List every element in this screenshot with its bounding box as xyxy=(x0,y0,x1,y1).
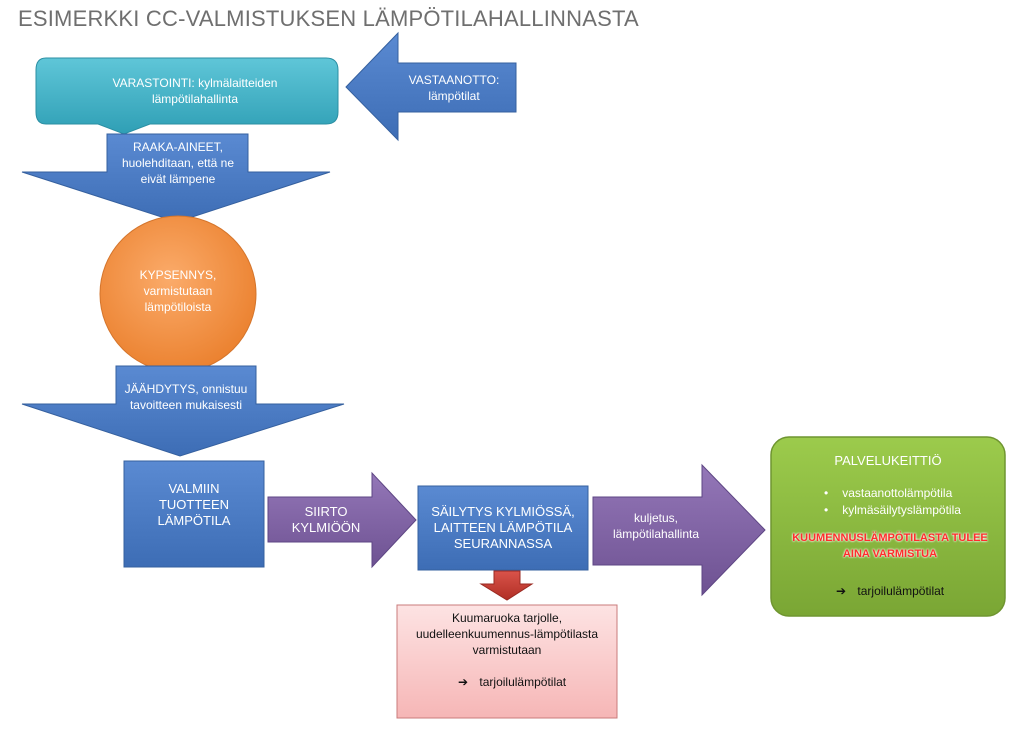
sailytys-box xyxy=(417,485,589,571)
kuumaruoka-label: Kuumaruoka tarjolle, uudelleenkuumennus-… xyxy=(410,608,604,660)
siirto-text: SIIRTO KYLMIÖÖN xyxy=(291,503,361,535)
kypsennys-text: KYPSENNYS, varmistutaan lämpötiloista xyxy=(139,268,217,314)
kuumaruoka-text: Kuumaruoka tarjolle, uudelleenkuumennus-… xyxy=(415,611,599,657)
jaahdytys-label: JÄÄHDYTYS, onnistuu tavoitteen mukaisest… xyxy=(118,370,254,424)
valmiin-label: VALMIIN TUOTTEEN LÄMPÖTILA xyxy=(132,470,256,540)
sailytys-text: SÄILYTYS KYLMIÖSSÄ, LAITTEEN LÄMPÖTILA S… xyxy=(431,504,575,551)
varastointi-label: VARASTOINTI: kylmälaitteiden lämpötilaha… xyxy=(82,66,308,116)
siirto-arrow xyxy=(267,471,417,569)
kuljetus-label: kuljetus, lämpötilahallinta xyxy=(600,504,712,548)
jaahdytys-text: JÄÄHDYTYS, onnistuu tavoitteen mukaisest… xyxy=(124,382,248,412)
vastaanotto-label: VASTAANOTTO: lämpötilat xyxy=(398,62,510,114)
kuljetus-text: kuljetus, lämpötilahallinta xyxy=(612,511,700,541)
raaka-aineet-text: RAAKA-AINEET, huolehditaan, että ne eivä… xyxy=(121,140,235,186)
right-arrow-icon: ➔ xyxy=(458,675,469,689)
varastointi-box xyxy=(35,57,339,135)
raaka-aineet-label: RAAKA-AINEET, huolehditaan, että ne eivä… xyxy=(112,134,244,192)
kuljetus-arrow xyxy=(592,463,766,597)
jaahdytys-arrow xyxy=(21,365,345,457)
siirto-label: SIIRTO KYLMIÖÖN xyxy=(276,497,376,542)
palvelukeittio-result: ➔ tarjoilulämpötilat xyxy=(836,583,944,599)
vastaanotto-text: VASTAANOTTO: lämpötilat xyxy=(408,73,500,103)
palvelukeittio-item-2: kylmäsäilytyslämpötila xyxy=(824,502,961,518)
red-down-arrow xyxy=(479,570,534,601)
kuumaruoka-result: ➔ tarjoilulämpötilat xyxy=(458,674,566,690)
palvelukeittio-warning: KUUMENNUSLÄMPÖTILASTA TULEE AINA VARMIST… xyxy=(792,532,988,560)
varastointi-text: VARASTOINTI: kylmälaitteiden lämpötilaha… xyxy=(112,76,278,106)
palvelukeittio-item-1: vastaanottolämpötila xyxy=(824,485,952,501)
palvelukeittio-box xyxy=(770,436,1006,617)
kypsennys-label: KYPSENNYS, varmistutaan lämpötiloista xyxy=(128,256,228,326)
page-title: ESIMERKKI CC-VALMISTUKSEN LÄMPÖTILAHALLI… xyxy=(18,6,639,31)
right-arrow-icon: ➔ xyxy=(836,584,847,598)
raaka-aineet-arrow xyxy=(21,133,331,223)
palvelukeittio-result-text: tarjoilulämpötilat xyxy=(857,584,945,598)
kuumaruoka-result-text: tarjoilulämpötilat xyxy=(479,675,567,689)
valmiin-box xyxy=(123,460,265,568)
sailytys-label: SÄILYTYS KYLMIÖSSÄ, LAITTEEN LÄMPÖTILA S… xyxy=(420,488,586,568)
valmiin-text: VALMIIN TUOTTEEN LÄMPÖTILA xyxy=(157,481,231,528)
palvelukeittio-title: PALVELUKEITTIÖ xyxy=(834,453,942,468)
kuumaruoka-box xyxy=(396,604,618,719)
vastaanotto-arrow xyxy=(345,31,517,142)
